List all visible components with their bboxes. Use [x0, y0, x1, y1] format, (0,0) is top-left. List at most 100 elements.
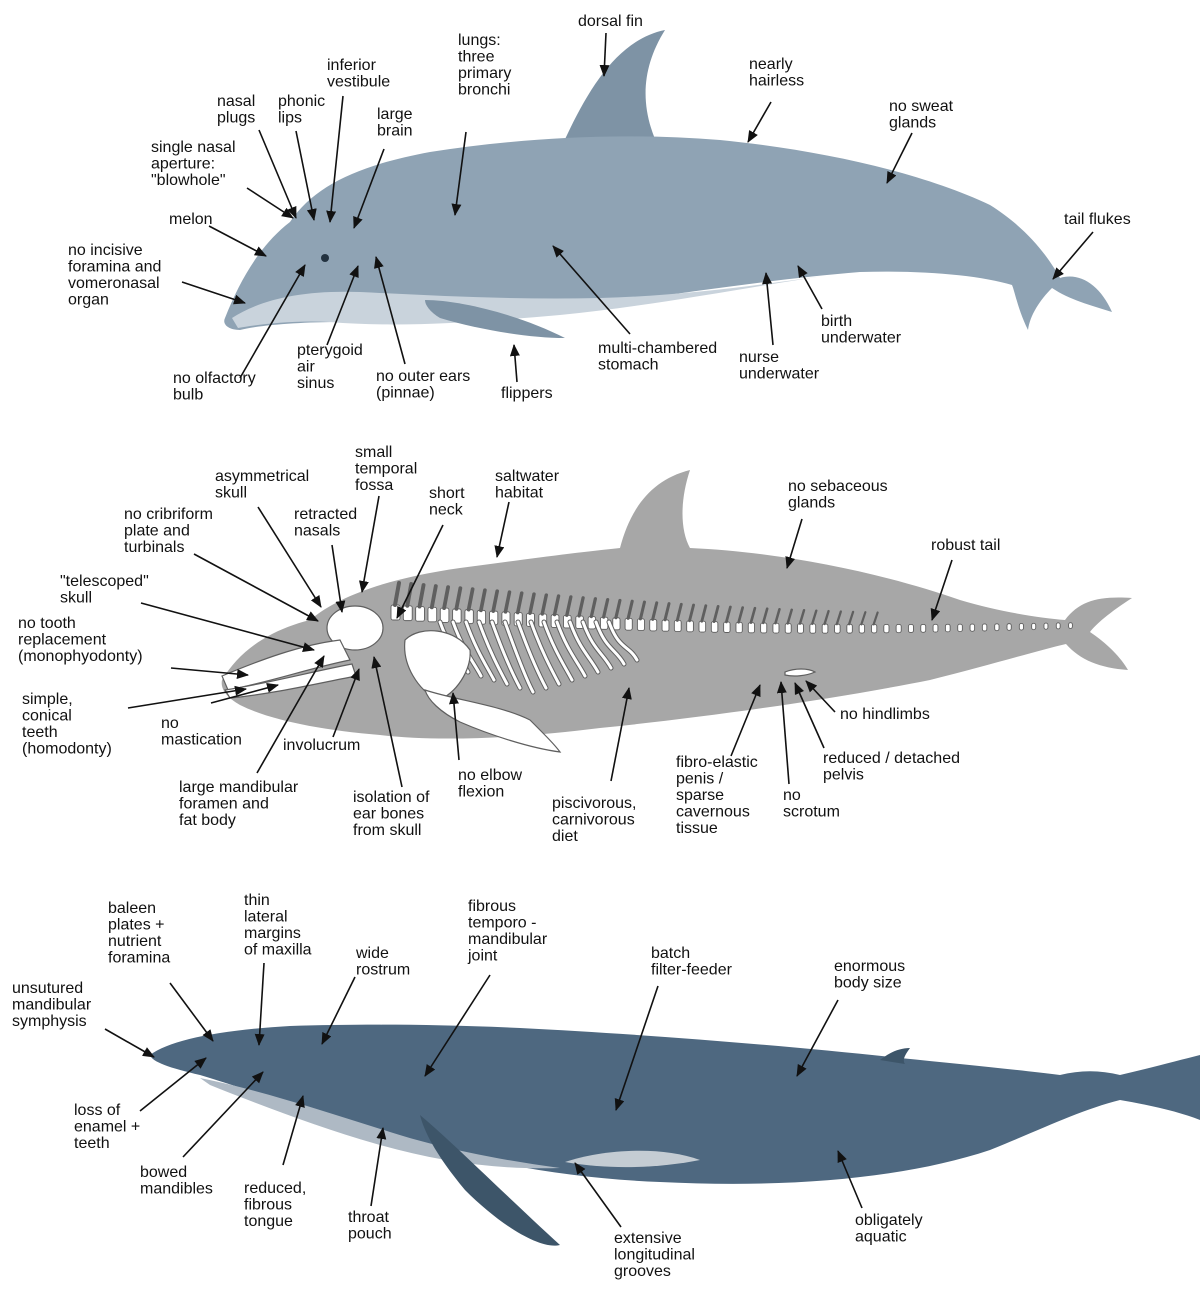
vertebra	[1032, 623, 1036, 629]
label-line: fibro-elastic	[676, 754, 758, 771]
label-line: mandibles	[140, 1181, 213, 1198]
label-text: "telescoped"skull	[60, 573, 149, 607]
label-line: saltwater	[495, 468, 560, 485]
vertebra	[662, 620, 669, 631]
vertebra	[1069, 623, 1073, 629]
label-line: of maxilla	[244, 942, 312, 959]
label-line: large	[377, 106, 413, 123]
label-line: foramen and	[179, 796, 269, 813]
label-text: simple,conicalteeth(homodonty)	[22, 691, 112, 758]
label-text: no elbowflexion	[458, 767, 522, 801]
label-line: fibrous	[244, 1197, 292, 1214]
label-line: robust tail	[931, 537, 1000, 554]
label-line: throat	[348, 1209, 389, 1226]
label-no-tooth-replacement: no toothreplacement(monophyodonty)	[18, 615, 248, 675]
label-line: isolation of	[353, 789, 430, 806]
label-line: symphysis	[12, 1013, 87, 1030]
vertebra	[847, 624, 853, 633]
vertebra	[896, 624, 901, 632]
label-line: grooves	[614, 1263, 671, 1280]
label-flippers: flippers	[501, 345, 553, 402]
label-retracted-nasals: retractednasals	[294, 506, 357, 612]
vertebra	[798, 624, 804, 634]
vertebra	[1007, 624, 1011, 631]
label-line: tail flukes	[1064, 211, 1131, 228]
label-line: flippers	[501, 385, 553, 402]
pointer-arrow	[748, 102, 771, 142]
label-line: single nasal	[151, 139, 236, 156]
label-text: no hindlimbs	[840, 706, 930, 723]
label-line: enamel +	[74, 1119, 140, 1136]
label-text: no sebaceousglands	[788, 478, 888, 512]
vertebra	[428, 607, 437, 622]
vertebra	[761, 623, 767, 633]
label-line: vestibule	[327, 74, 390, 91]
label-line: no incisive	[68, 242, 143, 259]
pointer-arrow	[141, 603, 314, 650]
dolphin-skeleton-illustration	[222, 470, 1132, 752]
label-line: habitat	[495, 485, 544, 502]
label-text: dorsal fin	[578, 13, 643, 30]
label-text: obligatelyaquatic	[855, 1212, 923, 1246]
label-line: temporo -	[468, 915, 536, 932]
label-line: diet	[552, 828, 578, 845]
vertebra	[650, 619, 657, 631]
label-line: extensive	[614, 1230, 682, 1247]
pointer-arrow	[105, 1029, 154, 1057]
label-text: thinlateralmarginsof maxilla	[244, 892, 312, 959]
label-line: lateral	[244, 909, 288, 926]
vertebra	[884, 624, 889, 632]
label-line: no	[783, 787, 801, 804]
label-no-sweat-glands: no sweatglands	[887, 98, 954, 183]
label-text: nurseunderwater	[739, 349, 820, 383]
label-line: enormous	[834, 958, 905, 975]
vertebra	[637, 619, 644, 631]
pointer-arrow	[194, 554, 318, 621]
label-line: (homodonty)	[22, 741, 112, 758]
label-line: reduced,	[244, 1180, 306, 1197]
label-no-incisive-foramina: no incisiveforamina andvomeronasalorgan	[68, 242, 245, 309]
label-nearly-hairless: nearlyhairless	[748, 56, 804, 142]
label-line: tissue	[676, 820, 718, 837]
label-line: primary	[458, 65, 511, 82]
label-line: (pinnae)	[376, 385, 435, 402]
label-line: phonic	[278, 93, 325, 110]
pointer-arrow	[332, 545, 342, 612]
label-text: no cribriformplate andturbinals	[124, 506, 213, 556]
label-text: isolation ofear bonesfrom skull	[353, 789, 430, 839]
label-text: no outer ears(pinnae)	[376, 368, 470, 402]
label-text: multi-chamberedstomach	[598, 340, 717, 374]
vertebra	[871, 624, 876, 633]
label-line: pelvis	[823, 767, 864, 784]
label-line: underwater	[821, 330, 902, 347]
label-line: ear bones	[353, 806, 424, 823]
label-line: body size	[834, 975, 902, 992]
vertebra	[921, 624, 926, 632]
label-line: scrotum	[783, 804, 840, 821]
label-text: phoniclips	[278, 93, 325, 127]
label-line: obligately	[855, 1212, 923, 1229]
label-text: loss ofenamel +teeth	[74, 1102, 140, 1152]
label-line: large mandibular	[179, 779, 299, 796]
label-line: no cribriform	[124, 506, 213, 523]
label-text: reduced,fibroustongue	[244, 1180, 306, 1230]
label-line: cavernous	[676, 804, 750, 821]
vertebra	[933, 624, 938, 632]
label-line: nasal	[217, 93, 255, 110]
label-line: loss of	[74, 1102, 121, 1119]
label-line: flexion	[458, 784, 504, 801]
label-line: multi-chambered	[598, 340, 717, 357]
label-text: inferiorvestibule	[327, 57, 390, 91]
vertebra	[391, 605, 400, 620]
vertebra	[958, 624, 963, 631]
label-text: involucrum	[283, 737, 360, 754]
vertebra	[674, 620, 681, 631]
label-line: rostrum	[356, 962, 410, 979]
label-text: nasalplugs	[217, 93, 255, 127]
label-line: aperture:	[151, 156, 215, 173]
label-line: piscivorous,	[552, 795, 636, 812]
